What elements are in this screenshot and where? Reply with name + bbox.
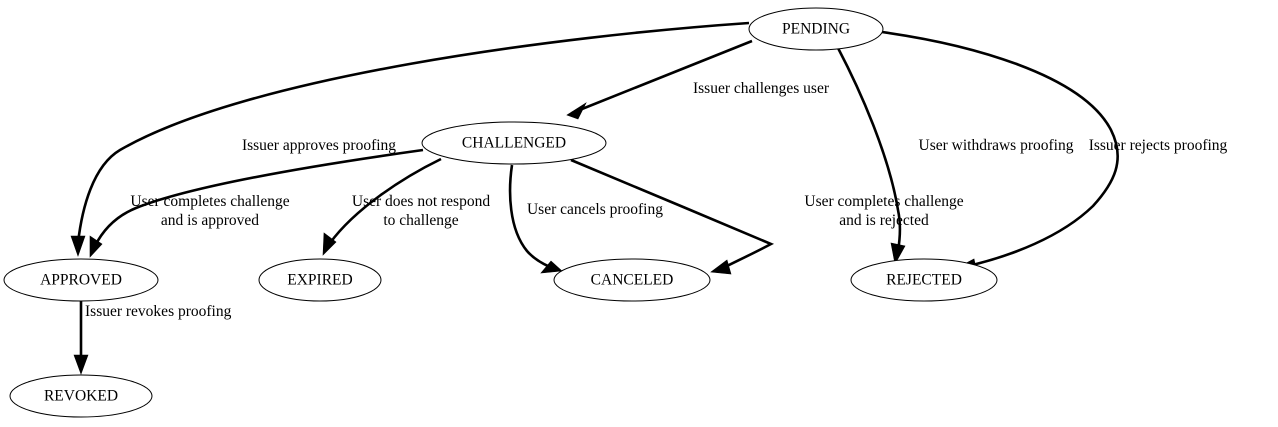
edge-challenged-rejected — [570, 158, 775, 275]
node-ellipse[interactable] — [850, 258, 998, 302]
node-ellipse[interactable] — [553, 258, 711, 302]
node-label: APPROVED — [40, 272, 122, 289]
edge-label-challenged-rejected: User completes challenge and is rejected — [804, 193, 963, 229]
state-node-pending[interactable]: PENDING — [748, 7, 884, 51]
node-label: CHALLENGED — [462, 135, 566, 152]
edge-label-pending-challenged: Issuer challenges user — [693, 80, 830, 97]
edge-label-line: Issuer revokes proofing — [85, 303, 232, 320]
node-ellipse[interactable] — [3, 258, 159, 302]
edge-label-pending-rejected-withdraw: User withdraws proofing — [919, 137, 1074, 154]
node-label: REVOKED — [44, 388, 118, 405]
edge-label-line: User completes challenge — [130, 193, 289, 210]
edge-label-pending-rejected-reject: Issuer rejects proofing — [1089, 137, 1228, 154]
edge-label-line: User does not respond — [352, 193, 490, 210]
edge-path — [571, 39, 753, 115]
edge-label-line: and is approved — [161, 212, 259, 229]
edge-challenged-approved — [89, 148, 424, 258]
edge-label-pending-approved: Issuer approves proofing — [242, 137, 396, 154]
edge-label-line: to challenge — [383, 212, 458, 229]
edge-label-challenged-canceled: User cancels proofing — [527, 201, 663, 218]
node-label: EXPIRED — [287, 272, 352, 289]
edge-challenged-expired — [322, 157, 442, 256]
edge-label-line: User cancels proofing — [527, 201, 663, 218]
node-ellipse[interactable] — [748, 7, 884, 51]
edge-label-line: User withdraws proofing — [919, 137, 1074, 154]
edge-label-line: and is rejected — [839, 212, 929, 229]
edge-label-line: User completes challenge — [804, 193, 963, 210]
edge-arrowhead-icon — [73, 354, 89, 375]
edge-label-challenged-approved: User completes challenge and is approved — [130, 193, 289, 229]
node-ellipse[interactable] — [258, 258, 382, 302]
edge-arrowhead-icon — [70, 235, 86, 257]
edge-path — [881, 30, 1119, 268]
edge-approved-revoked — [73, 301, 89, 375]
edge-pending-rejected-withdraw — [836, 47, 906, 265]
edge-label-line: Issuer challenges user — [693, 80, 830, 97]
edge-path — [328, 157, 442, 244]
state-node-rejected[interactable]: REJECTED — [850, 258, 998, 302]
edge-arrowhead-icon — [566, 102, 587, 120]
state-node-expired[interactable]: EXPIRED — [258, 258, 382, 302]
state-node-challenged[interactable]: CHALLENGED — [421, 121, 607, 165]
edge-path — [93, 148, 424, 247]
node-label: REJECTED — [886, 272, 962, 289]
edge-label-approved-revoked: Issuer revokes proofing — [85, 303, 232, 320]
edge-arrowhead-icon — [540, 260, 563, 274]
edge-pending-approved — [70, 21, 750, 257]
state-node-revoked[interactable]: REVOKED — [9, 374, 153, 418]
edge-arrowhead-icon — [890, 242, 906, 265]
state-node-canceled[interactable]: CANCELED — [553, 258, 711, 302]
edge-path — [508, 164, 551, 269]
edge-label-challenged-expired: User does not respond to challenge — [352, 193, 490, 229]
edge-pending-challenged — [566, 39, 753, 120]
node-ellipse[interactable] — [421, 121, 607, 165]
edge-arrowhead-icon — [322, 232, 337, 256]
state-node-approved[interactable]: APPROVED — [3, 258, 159, 302]
node-label: PENDING — [782, 21, 850, 38]
edge-path — [76, 21, 750, 244]
edge-challenged-canceled — [508, 164, 563, 274]
edge-arrowhead-icon — [710, 259, 732, 275]
edge-arrowhead-icon — [89, 235, 103, 258]
node-label: CANCELED — [591, 272, 674, 289]
edge-label-line: Issuer approves proofing — [242, 137, 396, 154]
edge-label-line: Issuer rejects proofing — [1089, 137, 1228, 154]
nodes-layer: PENDING CHALLENGED APPROVED EXPIRED CANCELED… — [3, 7, 998, 418]
node-ellipse[interactable] — [9, 374, 153, 418]
edge-path — [836, 47, 902, 252]
edge-path — [570, 158, 775, 270]
